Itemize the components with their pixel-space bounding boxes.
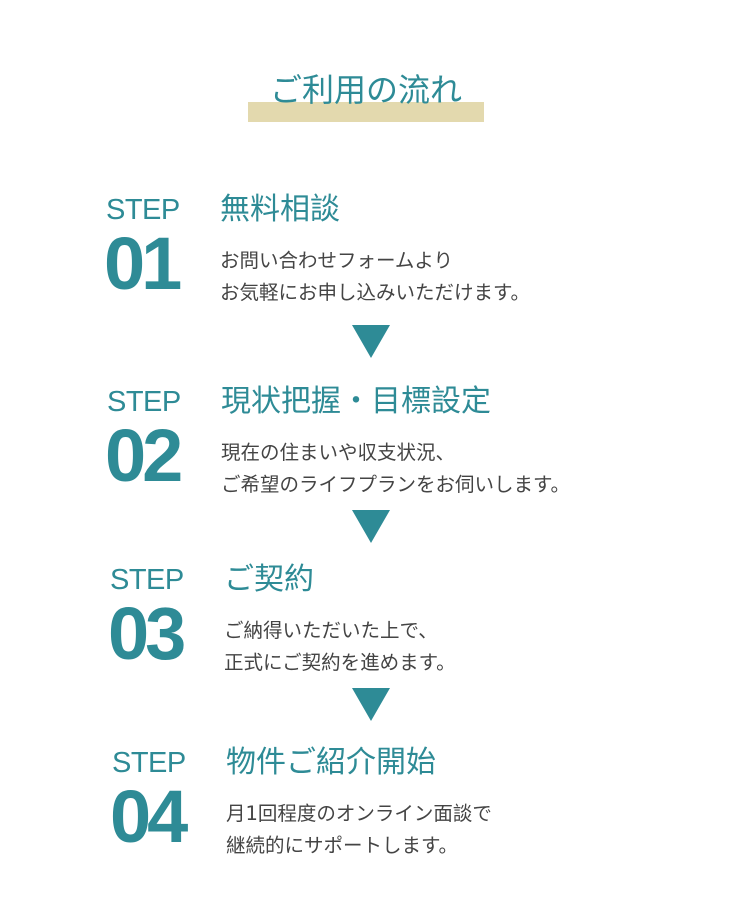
section-heading: ご利用の流れ (248, 70, 484, 122)
step-2: STEP 02 現状把握・目標設定 現在の住まいや収支状況、 ご希望のライフプラ… (105, 384, 707, 517)
step-label: STEP (107, 386, 181, 418)
step-title: 現状把握・目標設定 (221, 384, 491, 419)
desc-line: 現在の住まいや収支状況、 (221, 441, 456, 464)
desc-line: お問い合わせフォームより (220, 249, 454, 272)
desc-line: ご納得いただいた上で、 (224, 619, 438, 642)
desc-line: 月1回程度のオンライン面談で (226, 802, 492, 825)
step-description: 月1回程度のオンライン面談で 継続的にサポートします。 (226, 798, 492, 862)
step-3: STEP 03 ご契約 ご納得いただいた上で、 正式にご契約を進めます。 (108, 562, 710, 695)
step-number: 03 (108, 592, 186, 675)
step-description: ご納得いただいた上で、 正式にご契約を進めます。 (224, 615, 456, 679)
down-arrow-icon (352, 325, 390, 358)
step-1: STEP 01 無料相談 お問い合わせフォームより お気軽にお申し込みいただけま… (104, 192, 706, 325)
desc-line: 正式にご契約を進めます。 (224, 651, 456, 674)
page-title: ご利用の流れ (269, 71, 462, 109)
step-number: 04 (110, 775, 188, 858)
step-title: 無料相談 (220, 192, 340, 227)
down-arrow-icon (352, 510, 390, 543)
desc-line: ご希望のライフプランをお伺いします。 (221, 473, 571, 496)
desc-line: 継続的にサポートします。 (226, 834, 459, 857)
down-arrow-icon (352, 688, 390, 721)
heading-underline (248, 102, 484, 122)
step-number: 02 (105, 414, 183, 497)
step-4: STEP 04 物件ご紹介開始 月1回程度のオンライン面談で 継続的にサポートし… (110, 745, 712, 878)
step-label: STEP (110, 564, 184, 596)
step-title: ご契約 (224, 562, 314, 597)
step-label: STEP (112, 747, 186, 779)
desc-line: お気軽にお申し込みいただけます。 (220, 281, 531, 304)
step-description: お問い合わせフォームより お気軽にお申し込みいただけます。 (220, 245, 530, 309)
step-label: STEP (106, 194, 180, 226)
step-number: 01 (104, 222, 182, 305)
step-description: 現在の住まいや収支状況、 ご希望のライフプランをお伺いします。 (221, 437, 570, 501)
step-title: 物件ご紹介開始 (226, 745, 436, 780)
